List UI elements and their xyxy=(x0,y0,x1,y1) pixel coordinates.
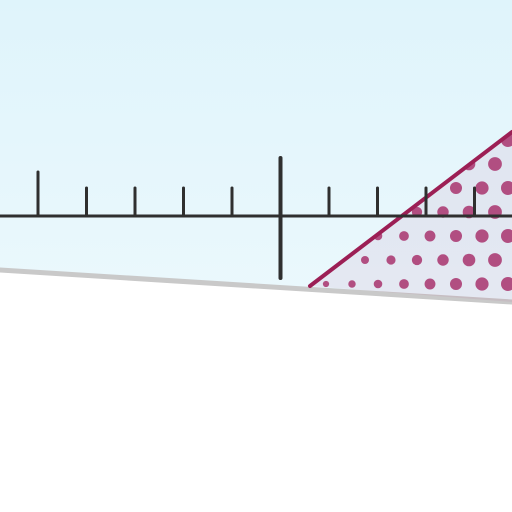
halftone-dot xyxy=(449,181,463,195)
halftone-dot xyxy=(424,230,436,242)
triangle-edge xyxy=(308,130,512,288)
halftone-dot xyxy=(449,277,463,291)
halftone-dot xyxy=(399,231,409,241)
ruler-icon xyxy=(0,156,512,280)
paper-edge xyxy=(0,267,512,305)
paper-area xyxy=(0,270,512,512)
halftone-dot xyxy=(488,157,502,171)
halftone-dot xyxy=(462,253,476,267)
halftone-dot xyxy=(475,181,489,195)
halftone-dot xyxy=(475,229,489,243)
halftone-dot xyxy=(488,253,502,267)
halftone-dot xyxy=(411,254,423,266)
halftone-dot xyxy=(348,280,356,288)
halftone-dot xyxy=(386,255,396,265)
halftone-dot xyxy=(424,278,436,290)
halftone-dot xyxy=(399,279,409,289)
halftone-dot xyxy=(373,279,383,289)
halftone-dot xyxy=(475,277,489,291)
halftone-dot xyxy=(322,280,330,288)
halftone-dot xyxy=(437,254,449,266)
halftone-dot xyxy=(449,229,463,243)
halftone-dot xyxy=(361,256,369,264)
